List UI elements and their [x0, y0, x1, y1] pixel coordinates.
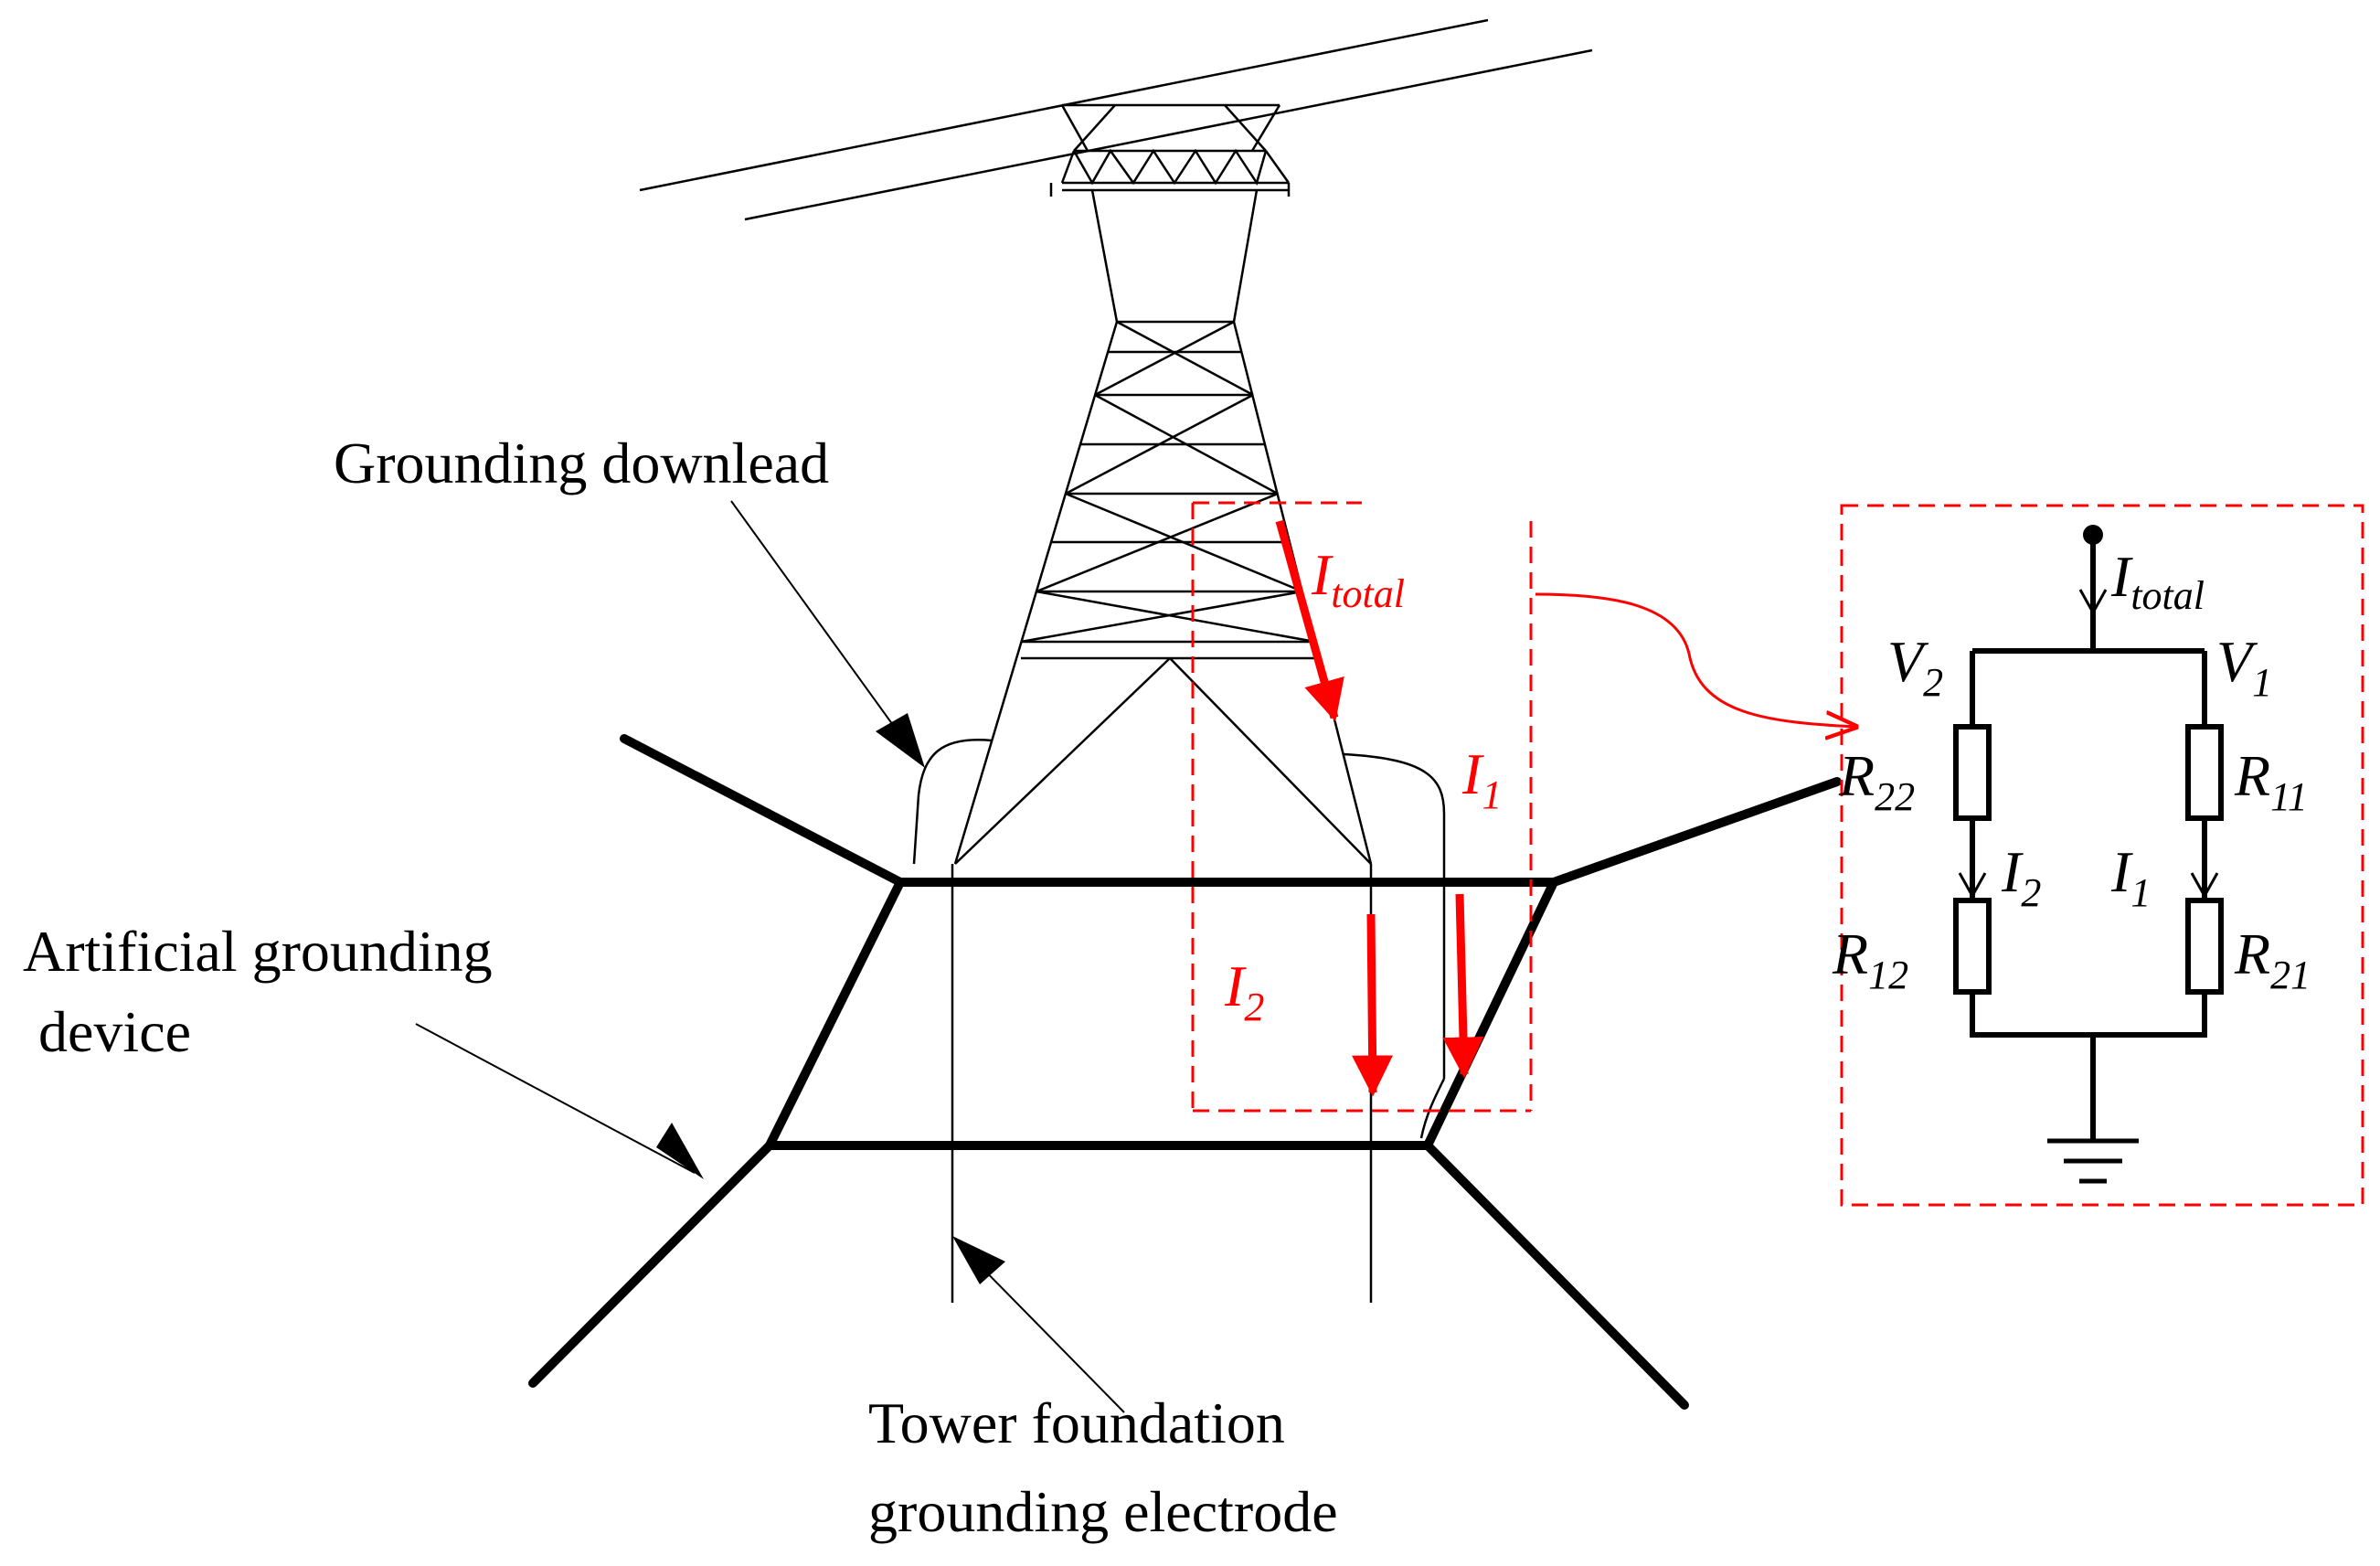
tower-body — [953, 189, 1373, 865]
label-leaders — [415, 500, 1125, 1413]
resistor-r21-label: R21 — [2234, 921, 2311, 997]
current-label-i2: I2 — [1224, 953, 1264, 1029]
source-node — [2083, 525, 2103, 545]
grounding-downlead-label: Grounding downlead — [334, 431, 829, 495]
label-leader-arrowheads — [656, 713, 1005, 1284]
tower-foundation-label-line1: Tower foundation — [868, 1390, 1285, 1455]
artificial-grounding-device — [528, 734, 1842, 1410]
artificial-grounding-label-line1: Artificial grounding — [23, 919, 493, 984]
circuit-current-total: Itotal — [2110, 544, 2205, 618]
ground-symbol — [2047, 1138, 2139, 1184]
zoom-connector — [1535, 592, 1855, 727]
circuit-labels: Itotal V2 V1 R22 R11 I2 I1 R12 R21 — [1832, 544, 2311, 997]
grounding-downleads — [912, 739, 1446, 882]
text-labels: Grounding downlead Artificial grounding … — [23, 431, 1338, 1544]
resistor-r22-label: R22 — [1838, 743, 1915, 819]
node-v2-label: V2 — [1887, 629, 1943, 705]
equivalent-circuit-box — [1840, 504, 2364, 1207]
current-label-total: Itotal — [1311, 542, 1405, 616]
resistor-r12 — [1953, 898, 1992, 995]
resistor-r21 — [2185, 898, 2224, 995]
tower-crossarm — [1049, 103, 1291, 197]
resistor-r11-label: R11 — [2234, 743, 2308, 819]
current-arrows — [1275, 519, 1484, 1097]
node-v1-label: V1 — [2216, 629, 2272, 705]
branch-current-i2-label: I2 — [2001, 839, 2041, 915]
resistor-r22 — [1953, 724, 1992, 821]
resistor-r12-label: R12 — [1832, 921, 1908, 997]
current-label-i1: I1 — [1461, 741, 1502, 817]
current-labels: Itotal I1 I2 — [1224, 542, 1502, 1029]
branch-current-i1-label: I1 — [2110, 839, 2151, 915]
circuit-current-arrows — [1958, 589, 2219, 900]
artificial-grounding-label-line2: device — [38, 999, 191, 1064]
tower-foundation-label-line2: grounding electrode — [868, 1479, 1338, 1544]
detail-region-box — [1191, 501, 1533, 1113]
resistor-r11 — [2185, 724, 2224, 821]
equivalent-circuit — [1953, 535, 2224, 1141]
